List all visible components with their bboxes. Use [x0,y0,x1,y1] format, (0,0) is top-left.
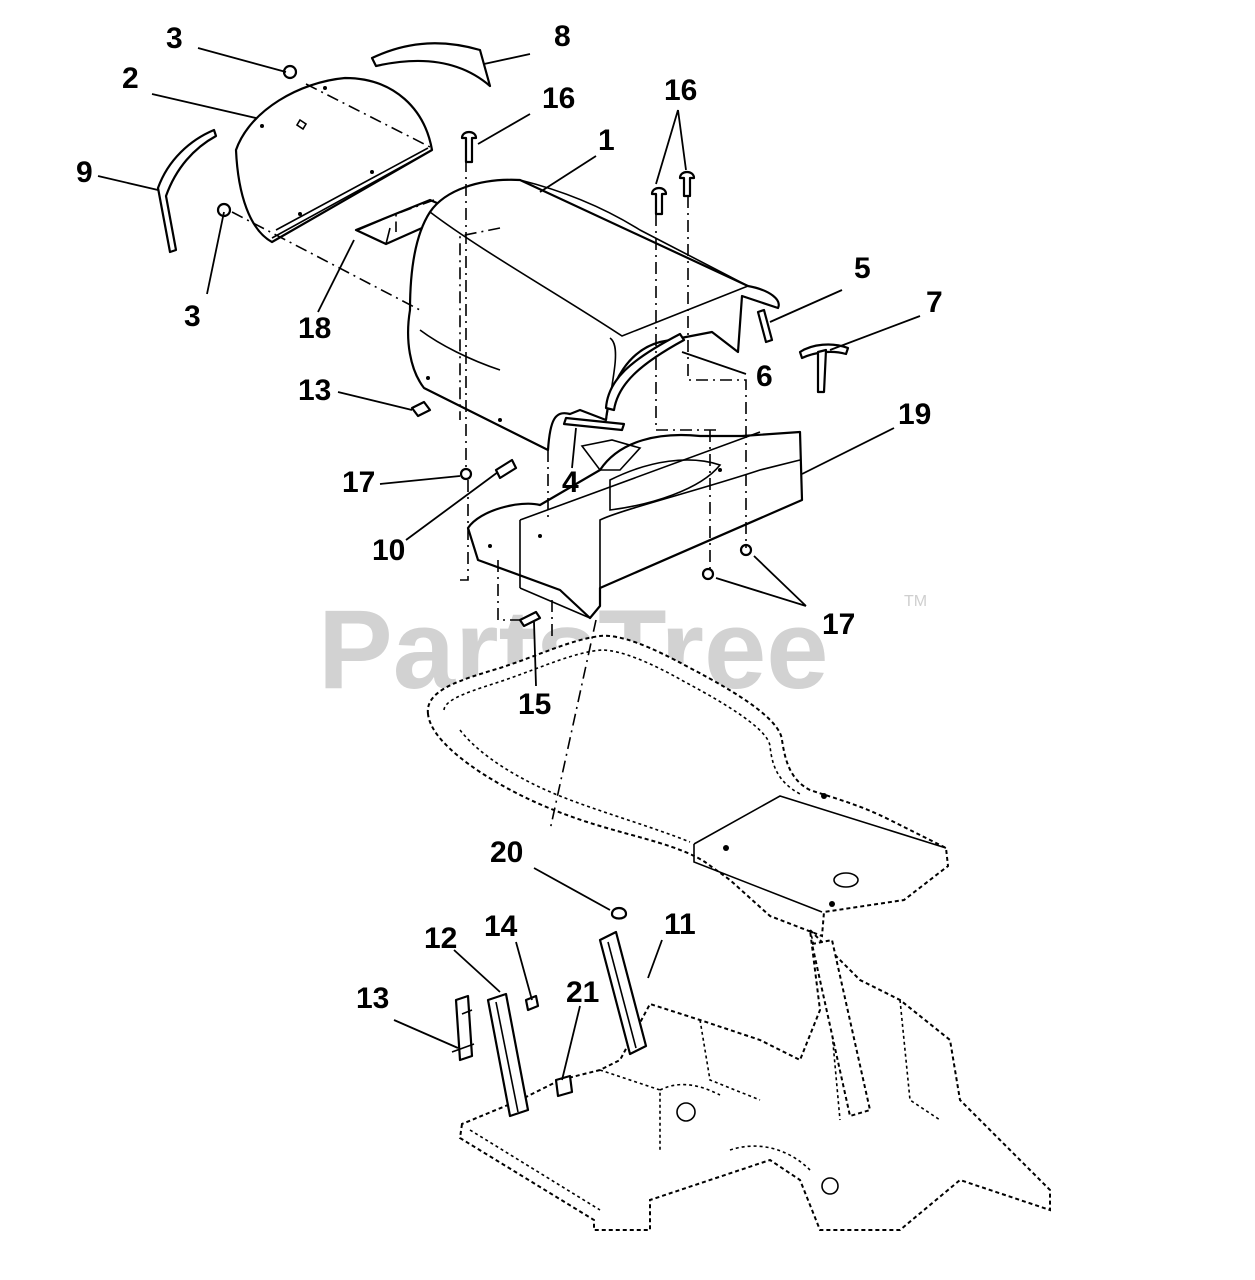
lower-chassis [458,927,1051,1231]
part-14-bolt [524,994,540,1012]
callout-17-left: 17 [342,466,375,499]
callout-13-top: 13 [298,374,331,407]
callout-19: 19 [898,398,931,431]
callout-3-bottom: 3 [184,300,201,333]
callout-8: 8 [554,20,571,53]
callout-15: 15 [518,688,551,721]
part-21-bolt [554,1074,574,1098]
part-8-trim [370,42,492,88]
callout-5: 5 [854,252,871,285]
callout-10: 10 [372,534,405,567]
callout-20: 20 [490,836,523,869]
part-11-bracket [598,930,648,1056]
part-9-trim [156,128,218,254]
callout-16-left: 16 [542,82,575,115]
callout-11: 11 [664,908,696,941]
callout-17-right: 17 [822,608,855,641]
callout-2: 2 [122,62,139,95]
part-2-rear-panel [234,76,434,244]
part-5-strip [756,308,774,344]
part-19-seat-pan [466,430,804,620]
leader-lines [97,47,921,1081]
callout-12: 12 [424,922,457,955]
callout-7: 7 [926,286,943,319]
part-7-pin [798,343,850,394]
hardware [216,64,753,628]
callout-1: 1 [598,124,615,157]
watermark-trademark: TM [904,593,927,610]
callout-14: 14 [484,910,518,943]
callout-18: 18 [298,312,331,345]
callout-4: 4 [562,466,579,499]
callout-6: 6 [756,360,773,393]
part-13-clip-lower [451,994,475,1062]
part-12-bracket [486,992,530,1118]
seat-frame [426,634,950,938]
callout-13-bottom: 13 [356,982,389,1015]
assembly-lines [231,83,747,831]
part-20-knob [610,906,628,920]
callout-21: 21 [566,976,599,1009]
callout-3-top: 3 [166,22,183,55]
part-6-strip [604,332,686,412]
callout-16-right: 16 [664,74,697,107]
callout-9: 9 [76,156,93,189]
part-4-strip [562,416,626,432]
callout-numbers: 3 2 9 3 8 16 1 16 18 5 7 6 19 13 17 4 10… [76,20,943,1015]
part-1-seat-cover [407,178,780,452]
